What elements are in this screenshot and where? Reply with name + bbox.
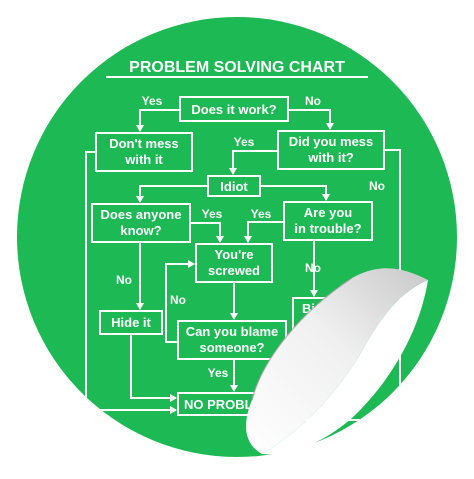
edge-anyone-yes bbox=[190, 222, 224, 243]
chart-title: PROBLEM SOLVING CHART bbox=[129, 59, 345, 76]
node-screwed-l1: You're bbox=[215, 247, 254, 262]
edge-work-yes bbox=[136, 109, 180, 132]
node-hide-it: Hide it bbox=[111, 315, 151, 330]
node-blame-l1: Can you blame bbox=[186, 324, 278, 339]
edge-blame-no bbox=[165, 260, 195, 343]
label-no-top: No bbox=[305, 94, 321, 108]
label-yes-mess: Yes bbox=[234, 135, 255, 149]
node-dont-mess-l1: Don't mess bbox=[109, 136, 179, 151]
node-did-you-mess-l2: with it? bbox=[307, 150, 354, 165]
label-no-anyone: No bbox=[116, 273, 132, 287]
label-no-mess: No bbox=[369, 179, 385, 193]
edge-idiot-right bbox=[260, 185, 330, 201]
peel-white-underside bbox=[262, 280, 428, 455]
peel-curl bbox=[246, 268, 428, 454]
node-screwed-l2: screwed bbox=[208, 263, 260, 278]
edge-trouble-yes bbox=[244, 221, 284, 243]
label-yes-blame: Yes bbox=[208, 366, 229, 380]
node-does-anyone-l2: know? bbox=[120, 223, 161, 238]
node-are-you-l1: Are you bbox=[304, 205, 352, 220]
label-yes-trouble: Yes bbox=[251, 207, 272, 221]
label-yes-anyone: Yes bbox=[202, 207, 223, 221]
sticker-disc bbox=[17, 17, 457, 457]
node-blame-l2: someone? bbox=[199, 340, 264, 355]
peel-shadow bbox=[251, 277, 353, 401]
node-no-problem-partial: NO PROBL bbox=[184, 397, 253, 412]
node-did-you-mess-l1: Did you mess bbox=[289, 134, 374, 149]
node-dont-mess-l2: with it bbox=[124, 152, 163, 167]
label-no-blame: No bbox=[170, 293, 186, 307]
edge-work-no bbox=[288, 109, 334, 130]
edge-mess-yes bbox=[229, 150, 278, 175]
node-are-you-l2: in trouble? bbox=[294, 221, 361, 236]
edge-idiot-left bbox=[136, 185, 208, 203]
node-does-it-work: Does it work? bbox=[191, 102, 276, 117]
edge-dontmess-down bbox=[85, 151, 177, 414]
edge-hideit-down bbox=[130, 334, 177, 402]
node-does-anyone-l1: Does anyone bbox=[101, 207, 182, 222]
node-idiot: Idiot bbox=[220, 179, 248, 194]
label-no-trouble: No bbox=[305, 261, 321, 275]
label-yes-top: Yes bbox=[142, 94, 163, 108]
